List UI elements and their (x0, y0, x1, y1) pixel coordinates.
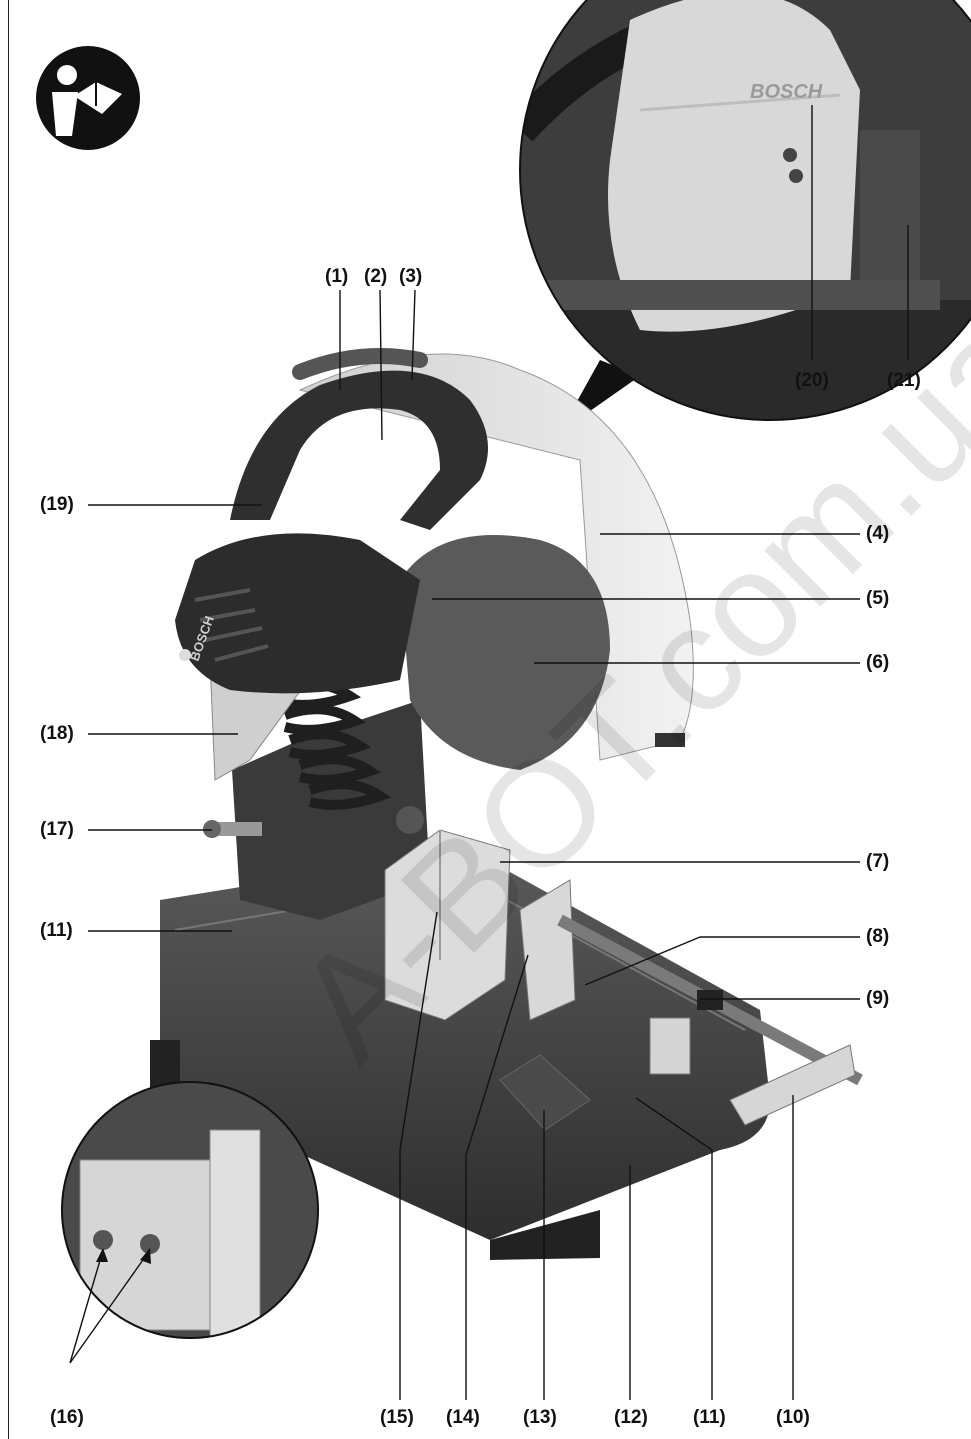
leader-16 (69, 1248, 151, 1364)
page-frame (8, 0, 971, 1439)
return-spring (278, 679, 392, 810)
callout-16: (16) (50, 1407, 84, 1428)
lock-pin (203, 820, 262, 838)
callout-4: (4) (866, 523, 890, 544)
callout-8: (8) (866, 926, 890, 947)
zoom-brand-text: BOSCH (750, 81, 823, 103)
callout-19: (19) (40, 494, 74, 515)
callout-11-bottom: (11) (693, 1407, 726, 1428)
callout-2: (2) (364, 266, 388, 287)
callout-12: (12) (614, 1407, 648, 1428)
zoom-detail-top: BOSCH (519, 0, 971, 421)
read-manual-icon (36, 46, 140, 150)
callout-7: (7) (866, 851, 890, 872)
callout-3: (3) (399, 266, 423, 287)
callout-9: (9) (866, 988, 890, 1009)
callout-5: (5) (866, 588, 890, 609)
callout-13: (13) (523, 1407, 557, 1428)
callout-10: (10) (776, 1407, 810, 1428)
callout-21: (21) (887, 370, 921, 391)
callout-11-left: (11) (40, 920, 73, 941)
handle (230, 348, 488, 530)
callout-18: (18) (40, 723, 74, 744)
callout-17: (17) (40, 819, 74, 840)
callout-20: (20) (795, 370, 829, 391)
callout-1: (1) (325, 266, 349, 287)
clamping-vice (384, 829, 863, 1126)
motor-housing: BOSCH (175, 533, 420, 694)
zoom-detail-bottom (61, 1081, 319, 1339)
leader-lines (88, 105, 909, 1400)
callout-6: (6) (866, 652, 890, 673)
callout-14: (14) (446, 1407, 480, 1428)
callout-15: (15) (380, 1407, 414, 1428)
saw-column (232, 700, 430, 920)
